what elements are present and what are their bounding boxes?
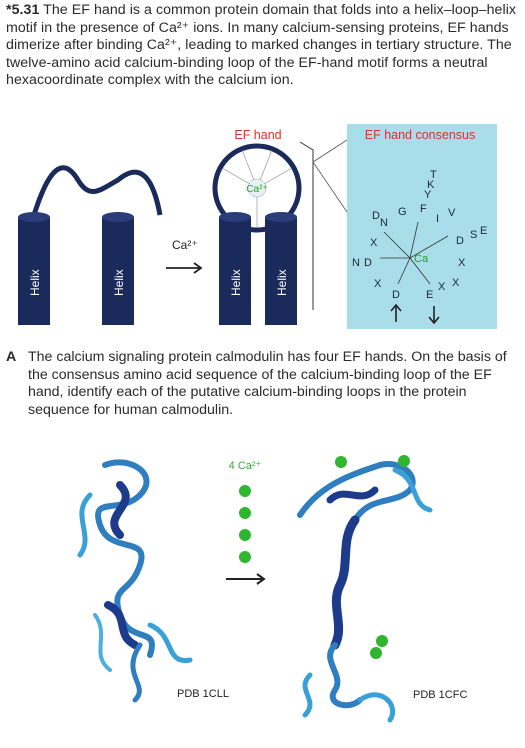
bound-ca-ions [335,455,410,659]
reaction-arrow [166,262,203,274]
protein-1cfc [297,461,433,723]
question-text: The calcium signaling protein calmodulin… [28,349,507,418]
consensus-diagram: Ca T K Y D N G F I V S E X D N D X X X D… [352,169,487,325]
conformation-arrow [226,573,266,585]
question-a: A The calcium signaling protein calmodul… [6,349,518,419]
svg-text:K: K [427,179,435,191]
svg-text:N: N [380,217,388,229]
svg-text:I: I [436,213,439,225]
svg-text:Helix: Helix [275,269,289,296]
problem-text: The EF hand is a common protein domain t… [6,2,517,89]
protein-1cll [77,459,193,703]
svg-text:X: X [452,277,460,289]
svg-text:S: S [470,229,477,241]
svg-text:D: D [364,257,372,269]
svg-text:E: E [480,225,487,237]
svg-text:Ca: Ca [414,253,429,265]
svg-text:G: G [398,206,407,218]
svg-text:Helix: Helix [229,269,243,296]
callout-bracket [299,141,314,310]
svg-text:T: T [430,169,437,181]
svg-text:D: D [372,210,380,222]
ef-hand-figure: EF hand consensus EF hand Helix Helix Ca… [18,124,497,329]
ca-count-label: 4 Ca²⁺ [229,460,262,472]
calmodulin-figure: 4 Ca²⁺ PDB 1CLL PDB 1CFC [77,455,467,723]
unbound-helices: Helix Helix [18,165,163,325]
left-pdb-label: PDB 1CLL [177,688,229,700]
problem-statement: *5.31 The EF hand is a common protein do… [6,2,518,90]
svg-text:X: X [370,237,378,249]
consensus-label: EF hand consensus [365,128,476,142]
svg-text:Y: Y [424,189,432,201]
callout-lines [312,139,348,213]
svg-text:D: D [456,235,464,247]
svg-text:E: E [426,289,433,301]
ca-ions [239,485,251,563]
ca-ion-label: Ca²⁺ [246,184,267,195]
svg-text:N: N [352,257,360,269]
svg-text:D: D [392,289,400,301]
bound-helices: Helix Helix Ca²⁺ [212,143,302,325]
ef-hand-label: EF hand [234,128,281,142]
consensus-box [347,124,497,329]
problem-number: *5.31 [6,2,40,18]
ca-arrow-label: Ca²⁺ [172,238,198,252]
svg-text:V: V [448,207,456,219]
question-letter: A [6,349,17,365]
svg-text:Helix: Helix [112,269,126,296]
svg-text:X: X [374,278,382,290]
svg-text:F: F [420,203,427,215]
svg-text:X: X [438,281,446,293]
svg-text:Helix: Helix [28,269,42,296]
right-pdb-label: PDB 1CFC [413,689,467,701]
svg-text:X: X [458,257,466,269]
